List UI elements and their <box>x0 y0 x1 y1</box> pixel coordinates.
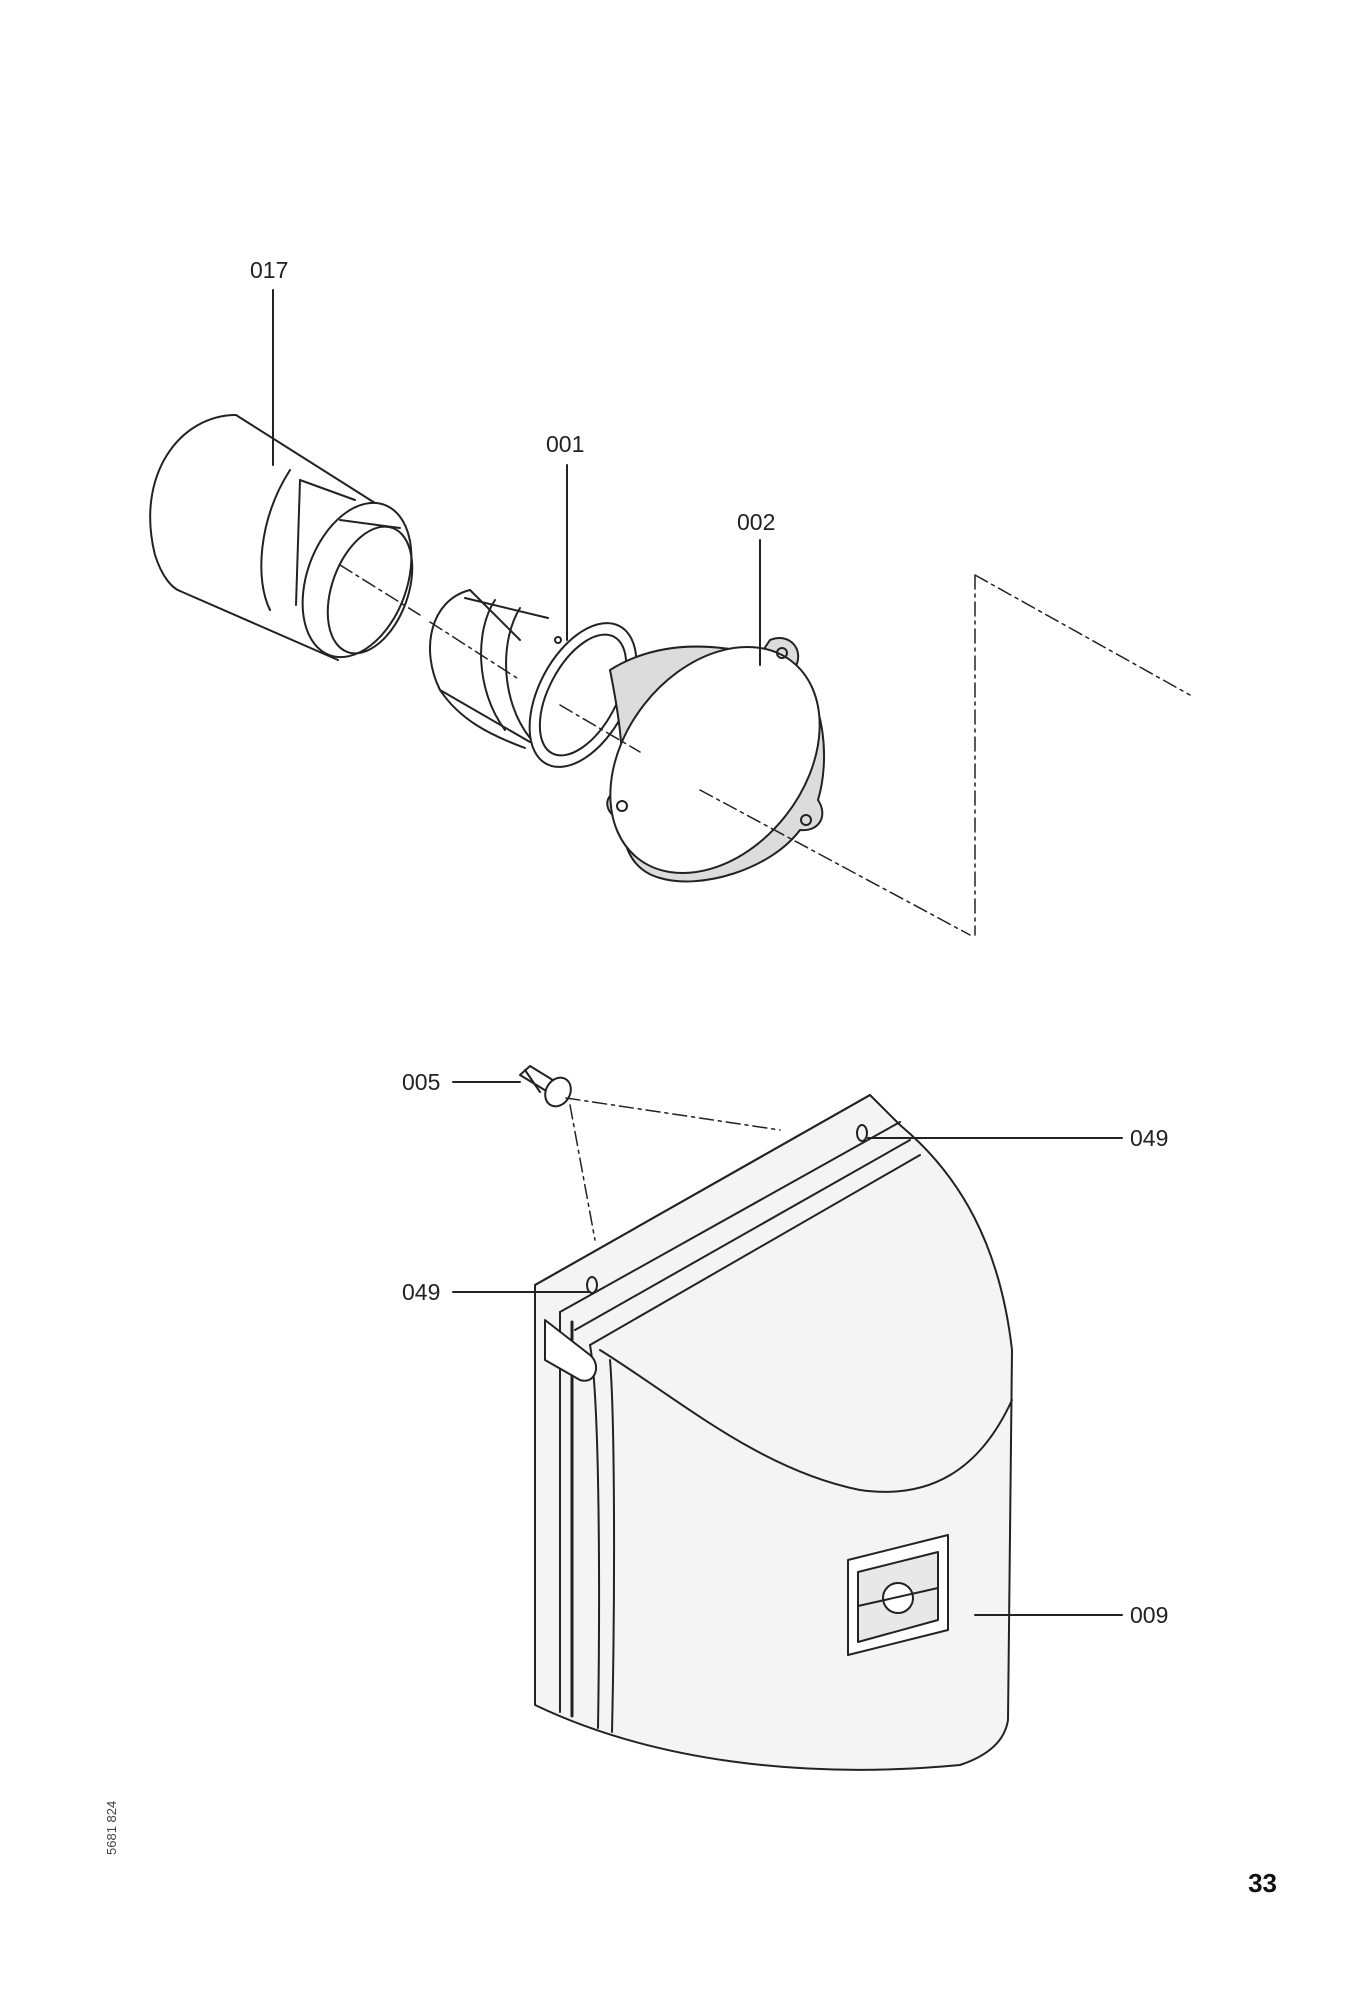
label-001: 001 <box>546 431 584 457</box>
mounting-plane-outline <box>974 574 1191 936</box>
label-002: 002 <box>737 509 775 535</box>
label-049-left: 049 <box>402 1279 440 1305</box>
document-reference: 5681 824 <box>104 1800 119 1855</box>
screw-axis-line-2 <box>569 1104 596 1241</box>
part-002-gasket <box>606 637 826 883</box>
label-005: 005 <box>402 1069 440 1095</box>
label-049-right: 049 <box>1130 1125 1168 1151</box>
label-009: 009 <box>1130 1602 1168 1628</box>
part-017-tube <box>149 414 414 661</box>
page-number: 33 <box>1248 1868 1277 1898</box>
part-005-screw <box>519 1065 572 1108</box>
centerline-top <box>339 564 971 936</box>
screw-axis-line <box>565 1097 781 1131</box>
part-009-hood <box>534 1094 1013 1771</box>
label-017: 017 <box>250 257 288 283</box>
